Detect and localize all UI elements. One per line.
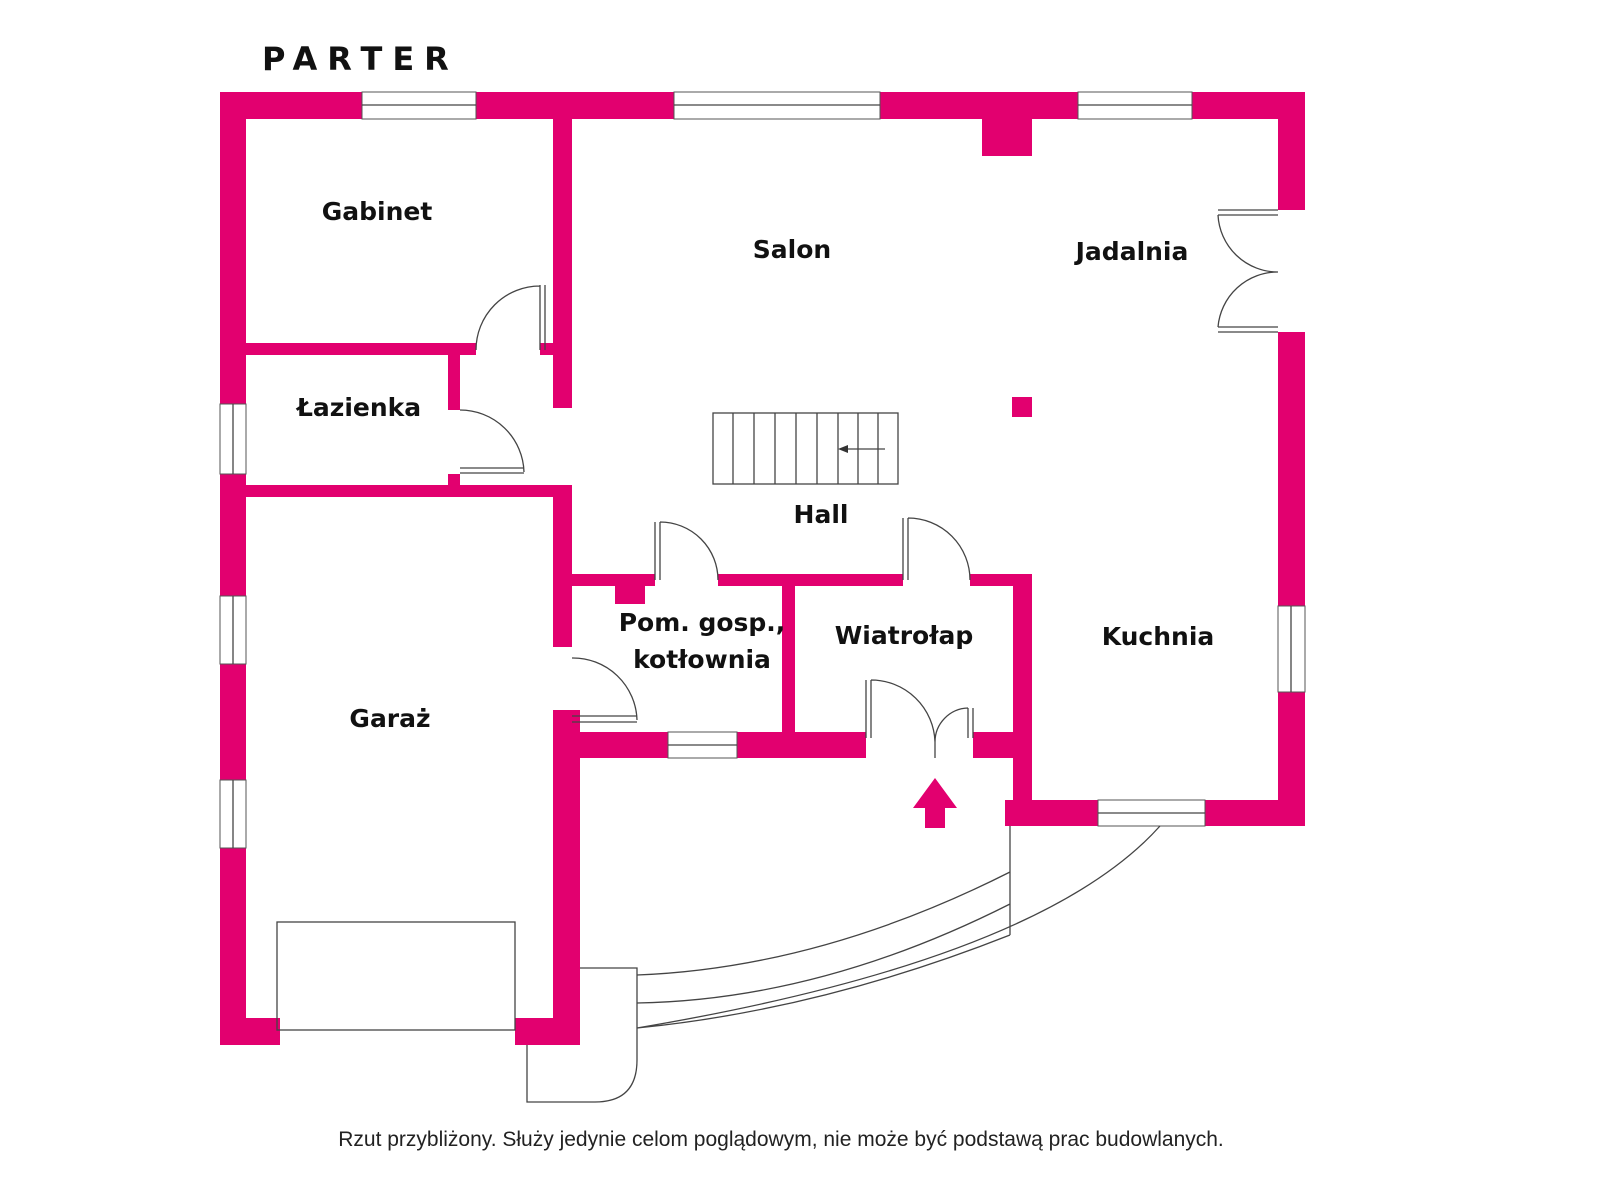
stairs [712,412,899,485]
room-hall: Hall [794,500,849,529]
chimney [982,118,1032,156]
garage-door [276,921,516,1031]
footnote: Rzut przybliżony. Służy jedynie celom po… [338,1128,1224,1151]
floor-title: PARTER [262,40,459,78]
room-gabinet: Gabinet [322,197,433,226]
room-kotlownia: kotłownia [633,645,771,674]
doors [459,209,1279,758]
room-salon: Salon [753,235,831,264]
terrace-steps [276,825,1161,1103]
room-lazienka: Łazienka [295,393,421,422]
walls [220,92,1305,1045]
column [1012,397,1032,417]
entrance-arrow-icon [913,778,957,828]
room-jadalnia: Jadalnia [1074,237,1189,266]
room-wiatrolap: Wiatrołap [835,621,974,650]
room-pom-gosp: Pom. gosp., [619,608,786,637]
room-garaz: Garaż [349,704,430,733]
room-labels: Gabinet Salon Jadalnia Łazienka Hall Pom… [295,197,1214,733]
room-kuchnia: Kuchnia [1102,622,1215,651]
windows [219,91,1306,849]
